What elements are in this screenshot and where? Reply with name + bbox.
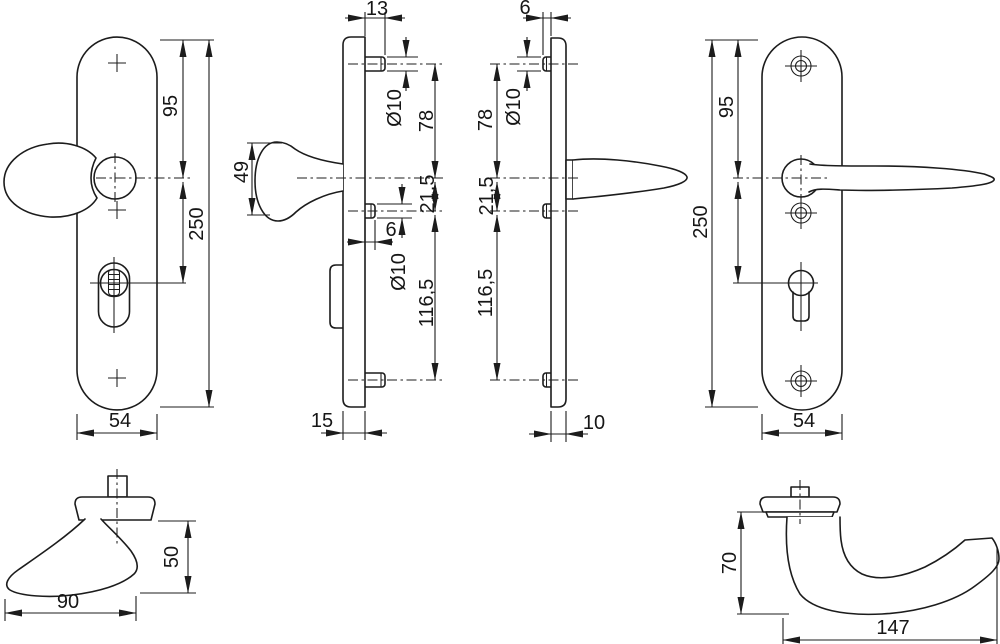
- fig2-dimensions: 13 Ø10 49 78 21,5 116,5 6: [231, 0, 439, 440]
- screw-top: [785, 50, 817, 82]
- dim-plate-thickness: 10: [583, 412, 605, 434]
- dim-top-pitch: 78: [475, 109, 497, 131]
- knob-head: [3, 142, 98, 218]
- dim-plate-thickness: 15: [311, 410, 333, 432]
- dim-stud-length: 6: [519, 0, 530, 19]
- fig6-dimensions: 70 147: [719, 511, 998, 644]
- dim-knob-profile-height: 50: [161, 546, 183, 568]
- knob-plate-side-outline: [342, 36, 366, 408]
- dim-lever-profile-height: 70: [719, 552, 741, 574]
- cylinder-escutcheon: [97, 262, 131, 328]
- dim-knob-plate-hole-offset: 95: [160, 95, 182, 117]
- lever-plate-side-view: 6 Ø10 78 21,5 116,5 10: [475, 0, 688, 442]
- lever-plate-outline: [761, 36, 843, 411]
- dim-mid-stud-diameter: Ø10: [388, 253, 410, 291]
- dim-lever-plate-width: 54: [793, 410, 815, 432]
- dim-stud-length: 13: [366, 0, 388, 20]
- knob-side-profile: [254, 141, 344, 222]
- lever-profile-shape: [785, 516, 1000, 616]
- dim-top-pitch: 78: [416, 110, 438, 132]
- fig5-dimensions: 50 90: [4, 520, 196, 621]
- knob-plate-side-view: 13 Ø10 49 78 21,5 116,5 6: [231, 0, 443, 440]
- fig4-dimensions: 95 250 54: [690, 39, 843, 440]
- dim-lever-profile-width: 147: [876, 617, 909, 639]
- dim-mid-stud-length: 6: [385, 219, 396, 241]
- lever-plate-side-outline: [550, 37, 567, 408]
- screw-bottom: [785, 365, 817, 397]
- screw-mark-bottom: [108, 369, 126, 387]
- dim-lever-plate-hole-offset: 95: [716, 96, 738, 118]
- screw-mark-middle: [108, 201, 126, 219]
- lever-side-profile: [572, 158, 688, 200]
- cylinder-cover-bump: [329, 264, 344, 329]
- dim-mid-pitch: 21,5: [476, 177, 498, 216]
- dim-knob-profile-width: 90: [57, 591, 79, 613]
- knob-plate-front-view: 95 250 54: [3, 36, 214, 440]
- dim-knob-plate-width: 54: [109, 410, 131, 432]
- dim-stud-diameter: Ø10: [503, 88, 525, 126]
- lever-plate-front-view: 95 250 54: [690, 36, 995, 440]
- lever-grip-bar: [808, 163, 995, 193]
- dim-bottom-pitch: 116,5: [475, 269, 497, 318]
- dim-stud-diameter: Ø10: [384, 89, 406, 127]
- lever-root: [565, 159, 574, 200]
- dim-knob-height: 49: [231, 161, 253, 183]
- knob-plate-outline: [76, 36, 158, 411]
- dim-lever-plate-height: 250: [690, 205, 712, 238]
- dim-bottom-pitch: 116,5: [416, 279, 438, 328]
- dim-mid-pitch: 21,5: [417, 175, 439, 214]
- screw-mark-top: [108, 54, 126, 72]
- dim-knob-plate-height: 250: [186, 207, 208, 240]
- fig3-dimensions: 6 Ø10 78 21,5 116,5 10: [475, 0, 605, 442]
- knob-profile-shape: [6, 518, 138, 598]
- knob-rose: [74, 496, 156, 521]
- fig1-dimensions: 95 250 54: [76, 39, 214, 440]
- screw-middle: [785, 197, 817, 229]
- lever-profile-view: 70 147: [719, 480, 1000, 644]
- knob-profile-view: 50 90: [4, 469, 196, 621]
